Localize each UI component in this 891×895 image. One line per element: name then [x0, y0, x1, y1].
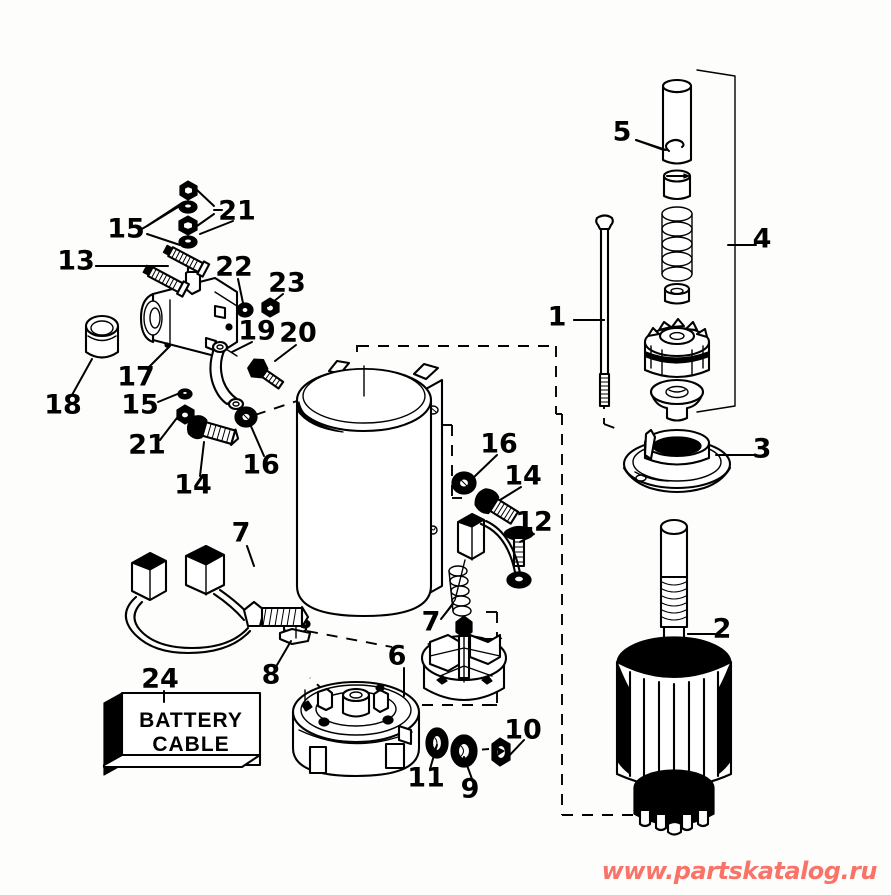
brush-spring-right [448, 565, 472, 617]
part-18-rubber-boot [84, 314, 120, 359]
part-10-hex-nut [491, 737, 511, 767]
callout-leaders-static [95, 139, 753, 635]
callout-number-c21a: 21 [218, 196, 256, 227]
leader-15 [157, 392, 181, 403]
drive-spring [661, 206, 693, 282]
part-3-drive-end-housing [622, 428, 732, 494]
part-14-screw-right [474, 488, 520, 525]
callout-number-c2: 2 [713, 614, 732, 645]
callout-number-c20: 20 [279, 318, 317, 349]
drive-sleeve [661, 78, 693, 165]
callout-number-c22: 22 [215, 252, 253, 283]
callout-number-c7a: 7 [232, 518, 251, 549]
part-4-drive-assembly [643, 78, 711, 422]
part-stack-nuts-washers-top [178, 180, 198, 249]
part-16-washer-left [234, 406, 258, 428]
callout-number-c15b: 15 [121, 390, 159, 421]
part-6-brush-holder-plate [420, 615, 508, 702]
callout-number-c1: 1 [548, 302, 567, 333]
callout-number-c4: 4 [753, 224, 772, 255]
part-5-retaining-ring [664, 138, 685, 153]
callout-number-c17: 17 [117, 362, 155, 393]
leader-19 [231, 341, 253, 353]
leader-22 [237, 278, 244, 304]
part-20-screw [247, 358, 285, 390]
commutator-end-cap [291, 680, 421, 778]
leader-23 [267, 293, 284, 307]
part-21-hex-nut-lower [176, 404, 195, 425]
part-21-hex-nut [179, 180, 198, 201]
field-frame-housing [295, 359, 444, 618]
callout-number-c7b: 7 [422, 607, 441, 638]
watermark: www.partskatalog.ru [601, 857, 878, 885]
part-22-washer [236, 302, 254, 318]
spring-washer-lower [663, 282, 691, 305]
callout-number-c15a: 15 [107, 214, 145, 245]
battery-cable-line2: CABLE [152, 733, 229, 756]
callout-number-c13: 13 [57, 246, 95, 277]
bolt-threads [598, 372, 611, 408]
part-2-armature [615, 518, 733, 836]
armature-spline [659, 575, 689, 629]
leader-7 [440, 603, 454, 620]
callout-number-c5: 5 [613, 117, 632, 148]
callout-number-c12: 12 [515, 507, 553, 538]
callout-number-c8: 8 [262, 660, 281, 691]
part-19-mounting-strap [209, 340, 245, 411]
part-16-washer-right [451, 471, 477, 495]
part-9-flat-washer [450, 734, 478, 768]
part-21-hex-nut-2 [178, 215, 198, 236]
part-15-lock-washer-2 [178, 235, 198, 249]
callout-number-c14b: 14 [504, 461, 542, 492]
part-7-brush-right [440, 512, 522, 620]
leader-9 [463, 756, 473, 780]
callout-number-c16a: 16 [242, 450, 280, 481]
part-11-insulating-washer [425, 727, 449, 759]
leader-20 [274, 344, 297, 362]
part-13-terminal-studs [142, 244, 211, 298]
leader-21 [199, 220, 234, 235]
leader-16 [472, 454, 498, 479]
leader-8 [276, 640, 292, 666]
callout-number-c9: 9 [461, 774, 480, 805]
leader-14 [199, 441, 205, 477]
part-15-lock-washer-lower [177, 388, 193, 400]
leader-10 [507, 739, 525, 758]
callout-number-c23: 23 [268, 268, 306, 299]
callout-number-c10: 10 [504, 715, 542, 746]
callout-number-c14a: 14 [174, 470, 212, 501]
leader-18 [71, 358, 93, 396]
drive-collar [649, 378, 705, 422]
pinion-gear [643, 317, 711, 378]
battery-cable-line1: BATTERY [139, 709, 243, 732]
callout-number-c18: 18 [44, 390, 82, 421]
part-7-brush-set-left [124, 544, 310, 655]
callout-number-c24: 24 [141, 664, 179, 695]
leader-17 [146, 345, 171, 370]
leader-14 [499, 486, 522, 501]
leader-7 [246, 545, 255, 567]
part-23-nut [261, 297, 280, 318]
callout-number-c11: 11 [407, 763, 445, 794]
callout-number-c21b: 21 [128, 430, 166, 461]
leader-16 [249, 423, 265, 457]
callout-number-c19: 19 [238, 316, 276, 347]
part-1-through-bolt [595, 214, 614, 408]
part-12-screw [503, 525, 534, 589]
callout-number-c16b: 16 [480, 429, 518, 460]
part-24-battery-cable-box: BATTERY CABLE [102, 691, 262, 776]
callout-number-c6: 6 [388, 641, 407, 672]
leader-21 [159, 413, 181, 441]
leader-12 [519, 533, 535, 543]
leader-11 [429, 744, 438, 770]
spring-cap-upper [662, 169, 692, 201]
callout-number-c3: 3 [753, 434, 772, 465]
part-14-screw-left [186, 415, 240, 446]
